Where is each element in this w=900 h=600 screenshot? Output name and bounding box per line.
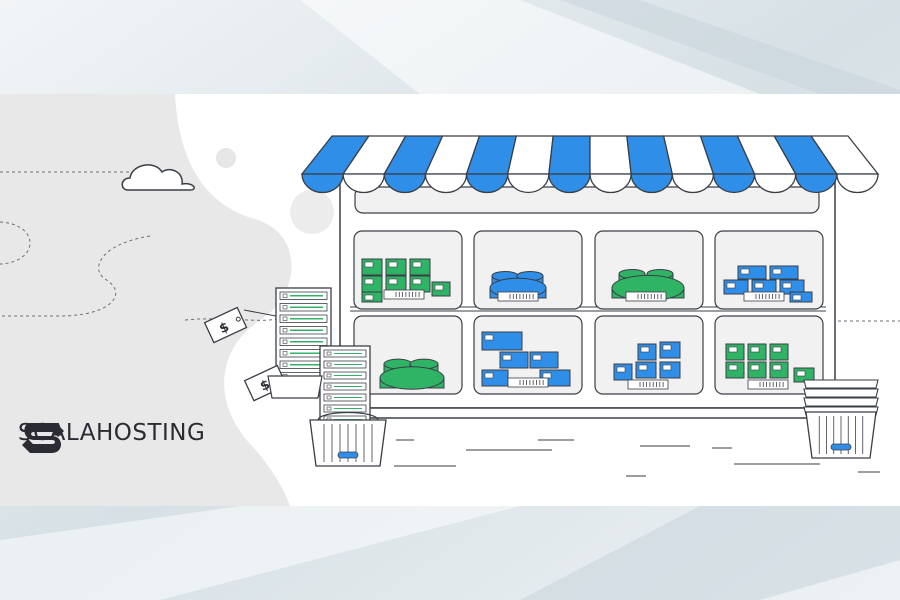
product-label [434, 284, 444, 291]
server-led-strip [290, 329, 323, 331]
shop-illustration: $ $ [0, 94, 900, 506]
server-led-strip [334, 364, 362, 365]
awning-scallop [753, 173, 797, 194]
awning-scallop [836, 173, 879, 194]
product-label [364, 294, 374, 301]
dashed-paths [0, 171, 900, 322]
product-label [388, 261, 398, 268]
scalahosting-logo-icon [22, 423, 64, 453]
product-label [502, 354, 512, 361]
awning-scallop [630, 173, 673, 194]
product-label [662, 364, 672, 371]
awning-scallop [712, 173, 756, 194]
awning-scallop [548, 173, 591, 194]
barcode-label [497, 291, 539, 302]
barcode-label [507, 377, 549, 388]
stacked-basket-rim [803, 388, 879, 398]
product-label [412, 278, 422, 285]
server-led-strip [334, 408, 362, 409]
barcode-label [743, 291, 785, 302]
product-label [772, 268, 782, 275]
server-led-strip [290, 341, 323, 343]
shop-banner: $ $ SCALAHOSTING [0, 94, 900, 506]
product-label [728, 364, 738, 371]
product-label [638, 364, 648, 371]
product-label [542, 372, 552, 379]
floor-lines [394, 439, 880, 477]
server-led-strip [290, 295, 323, 297]
server-rack-icon [319, 345, 371, 429]
product-label [750, 364, 760, 371]
grey-blob [0, 94, 292, 506]
basket-stack-icon [803, 379, 879, 459]
awning-scallop [424, 173, 468, 194]
server-led-strip [290, 318, 323, 320]
product-label [662, 344, 672, 351]
barcode-label [627, 379, 669, 390]
barcode-label [625, 291, 667, 302]
basket-handle [830, 443, 852, 451]
price-tag-icon: $ [203, 306, 248, 344]
awning-stripe [506, 135, 554, 175]
server-led-strip [290, 364, 323, 366]
server-led-strip [334, 397, 362, 398]
product-label [388, 278, 398, 285]
product-label [740, 268, 750, 275]
stacked-basket-rim [803, 379, 879, 389]
product-label [792, 294, 802, 301]
product-label [364, 278, 374, 285]
awning-scallop [301, 173, 344, 194]
awning-scallop [383, 173, 427, 194]
decor-dot [290, 190, 334, 234]
product-label [796, 370, 806, 377]
awning [300, 135, 880, 194]
product-label [754, 282, 764, 289]
product-label [772, 346, 782, 353]
awning-scallop [795, 173, 838, 194]
server-led-strip [290, 352, 323, 354]
server-led-strip [334, 386, 362, 387]
product-label [364, 261, 374, 268]
product-label [728, 346, 738, 353]
product-label [484, 372, 494, 379]
product-label [484, 334, 494, 341]
product-label [782, 282, 792, 289]
product-label [640, 346, 650, 353]
product-label [750, 346, 760, 353]
brand-logo: SCALAHOSTING [18, 420, 205, 453]
awning-stripe [548, 135, 591, 175]
server-led-strip [290, 306, 323, 308]
shopping-basket-icon [309, 411, 387, 467]
basket-handle [337, 451, 359, 459]
product-can-top [379, 366, 445, 390]
small-basket-icon [267, 375, 323, 399]
product-label [726, 282, 736, 289]
awning-scallop [671, 173, 715, 194]
product-label [412, 261, 422, 268]
product-label [772, 364, 782, 371]
products [361, 258, 815, 390]
barcode-label [383, 289, 425, 300]
awning-scallop [589, 173, 632, 194]
barcode-label [747, 379, 789, 390]
product-label [616, 366, 626, 373]
server-led-strip [334, 353, 362, 354]
decor-dot [216, 148, 236, 168]
stacked-basket-rim [803, 397, 879, 407]
tag-string [243, 309, 277, 317]
awning-scallop [507, 173, 550, 194]
product-label [532, 354, 542, 361]
awning-scallop [465, 173, 509, 194]
awning-scallop [342, 173, 385, 194]
server-led-strip [334, 375, 362, 376]
cloud-icon [121, 164, 195, 191]
awning-stripe [589, 135, 632, 175]
